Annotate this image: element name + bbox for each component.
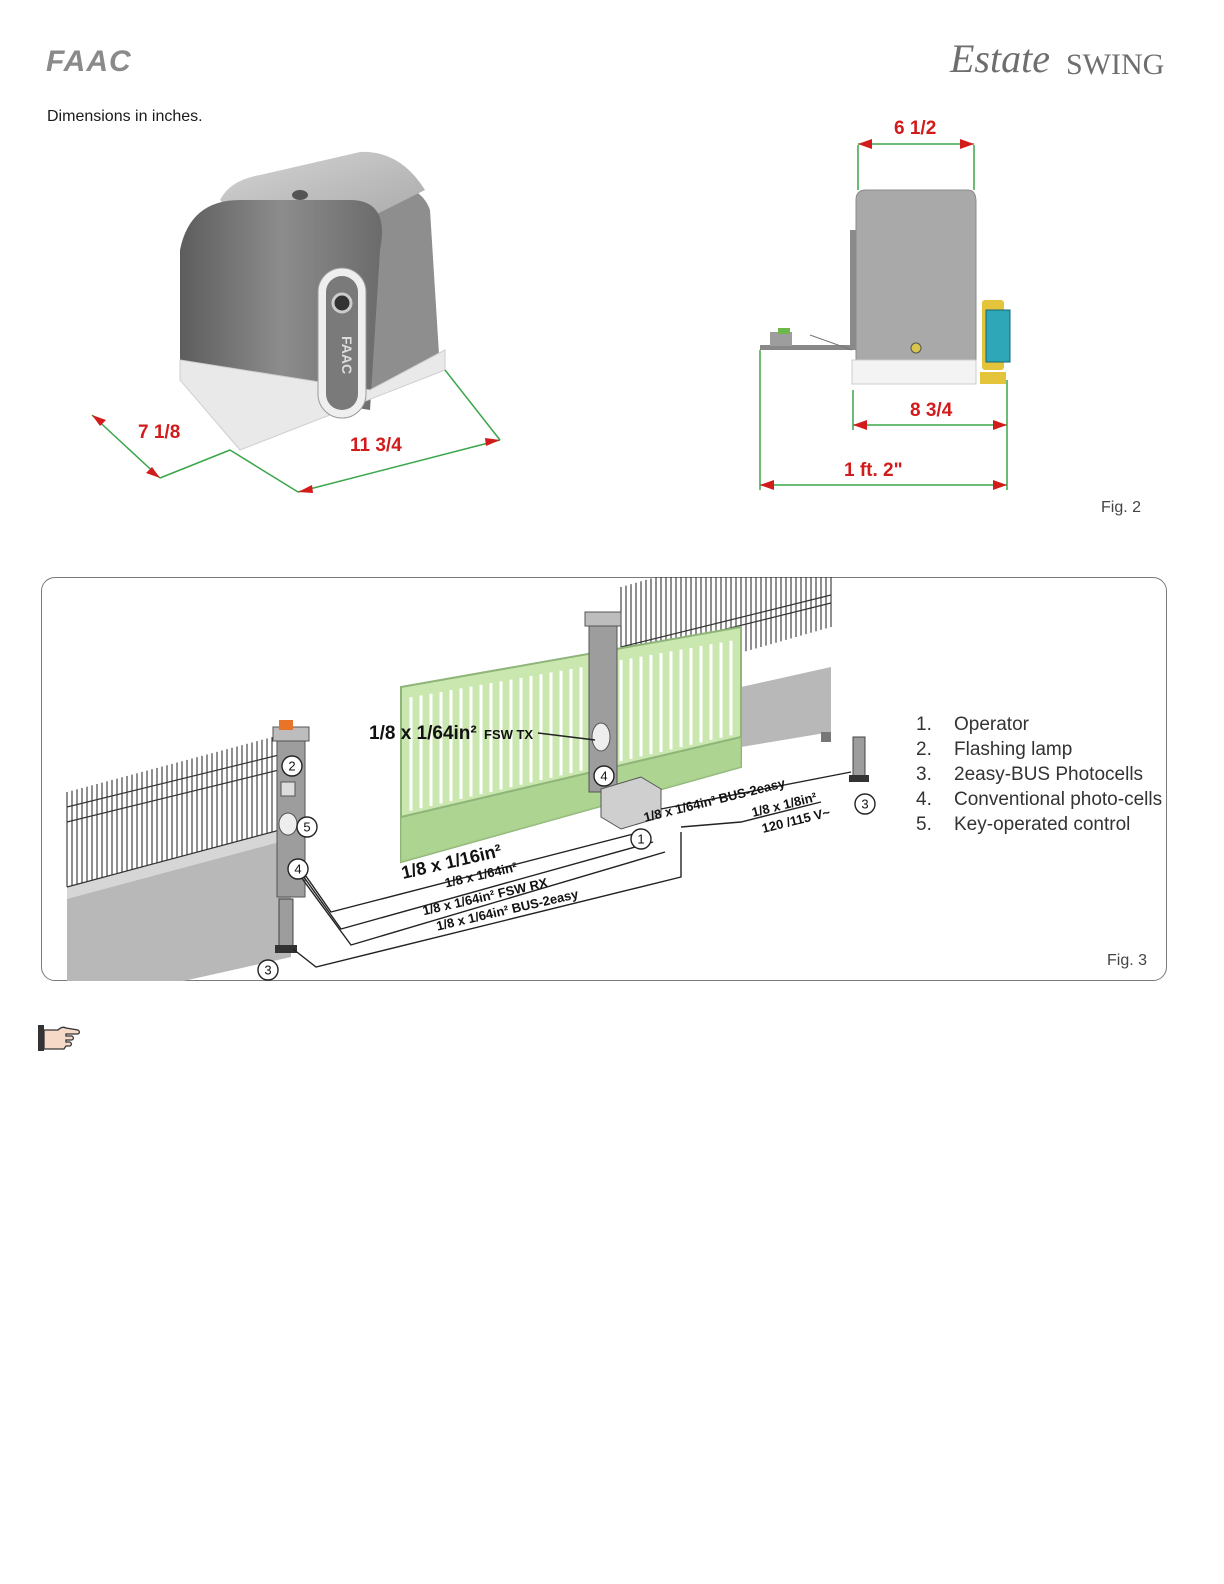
dim-base-label: 8 3/4 <box>910 400 953 421</box>
dim-depth-label: 7 1/8 <box>138 422 180 443</box>
operator-side-view-drawing: 6 1/2 8 3/4 1 ft. 2" <box>759 118 1011 490</box>
top-emblem-icon <box>292 190 308 200</box>
operator-isometric-drawing: FAAC 7 1/8 11 3/4 <box>91 151 501 493</box>
callout-2: 2 <box>281 755 303 777</box>
cable-fsw-tx-main: 1/8 x 1/64in² <box>369 723 477 744</box>
legend-item-number: 2. <box>916 739 932 760</box>
callout-5: 5 <box>296 816 318 838</box>
legend-item-number: 4. <box>916 789 932 810</box>
legend-item-number: 1. <box>916 714 932 735</box>
legend-item-number: 5. <box>916 814 932 835</box>
callout-4-left: 4 <box>287 858 309 880</box>
faac-logo-text: FAAC <box>46 45 132 76</box>
callout-1: 1 <box>630 828 652 850</box>
legend-item-text: Flashing lamp <box>954 739 1073 760</box>
svg-text:4: 4 <box>600 769 607 784</box>
callout-3-left: 3 <box>257 959 279 981</box>
callout-4-right: 4 <box>593 765 615 787</box>
svg-text:2: 2 <box>288 759 295 774</box>
legend-item: 4. Conventional photo-cells <box>916 788 1166 811</box>
legend-item-text: Conventional photo-cells <box>954 789 1163 810</box>
legend-item: 3. 2easy-BUS Photocells <box>916 763 1166 786</box>
key-lock-icon <box>331 292 353 314</box>
installation-diagram: 1/8 x 1/64in² FSW TX 1/8 x 1/64in² BUS-2… <box>66 577 876 981</box>
legend-item: 5. Key-operated control <box>916 813 1166 836</box>
operator-faac-mark: FAAC <box>339 336 355 374</box>
legend-item-text: Key-operated control <box>954 814 1131 835</box>
faac-logo: FAAC <box>46 45 132 76</box>
svg-text:3: 3 <box>861 797 868 812</box>
legend-item-text: Operator <box>954 714 1029 735</box>
svg-text:3: 3 <box>264 963 271 978</box>
callout-3-right: 3 <box>854 793 876 815</box>
svg-text:4: 4 <box>294 862 301 877</box>
fig3-legend: 1. Operator 2. Flashing lamp 3. 2easy-BUS Pho… <box>916 713 1166 838</box>
estate-logo-script: Estate <box>949 36 1050 81</box>
pointing-hand-icon <box>38 1025 81 1051</box>
dim-overall-label: 1 ft. 2" <box>844 460 903 481</box>
legend-item: 1. Operator <box>916 713 1166 736</box>
dimensions-title: Dimensions in inches. <box>47 108 203 125</box>
estate-logo-caps: SWING <box>1066 48 1164 81</box>
legend-item-number: 3. <box>916 764 932 785</box>
estate-swing-logo: Estate SWING <box>949 36 1164 81</box>
fig3-frame <box>41 577 1167 981</box>
svg-text:5: 5 <box>303 820 310 835</box>
svg-text:1: 1 <box>637 832 644 847</box>
dim-length-label: 11 3/4 <box>350 435 402 456</box>
legend-item: 2. Flashing lamp <box>916 738 1166 761</box>
left-fence-pickets <box>66 733 288 887</box>
gate-bars <box>409 640 733 811</box>
cable-fsw-tx-tag: FSW TX <box>484 727 533 742</box>
dim-width-label: 6 1/2 <box>894 118 936 139</box>
fig2-caption: Fig. 2 <box>1101 499 1142 516</box>
fig3-caption: Fig. 3 <box>1107 952 1148 969</box>
legend-item-text: 2easy-BUS Photocells <box>954 764 1144 785</box>
